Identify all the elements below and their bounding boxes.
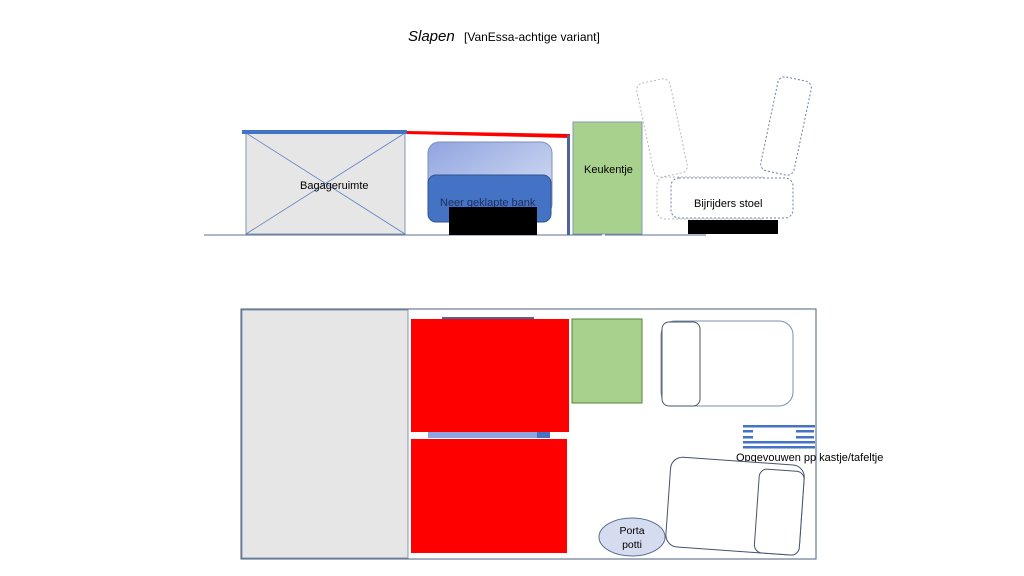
toilet-label-1: Porta [619, 525, 644, 537]
bed-gap-strip [428, 432, 538, 438]
bed-edge [442, 317, 534, 320]
luggage-area [241, 309, 409, 559]
support-pole [567, 135, 570, 235]
bed-board-blue [242, 130, 407, 134]
title-main: Slapen [408, 28, 455, 45]
bed-gap-strip-end [537, 432, 550, 438]
kitchen-top [571, 318, 643, 404]
top-view: Opgevouwen pp kastje/tafeltje Porta pott… [240, 308, 883, 560]
luggage-label: Bagageruimte [300, 180, 369, 192]
bed-board-red [407, 131, 570, 138]
porta-potti: Porta potti [598, 517, 666, 557]
folded-table [743, 425, 815, 449]
driver-seat-top [660, 320, 794, 407]
folded-bench: Neer geklapte bank [427, 141, 553, 235]
side-view: Bagageruimte Neer geklapte bank Keukentj… [204, 76, 812, 236]
passenger-seat-label: Bijrijders stoel [694, 198, 762, 210]
bed-section-lower [411, 439, 567, 553]
passenger-seat: Bijrijders stoel [636, 76, 812, 234]
luggage-compartment: Bagageruimte [245, 132, 406, 235]
passenger-seat-top [665, 456, 805, 556]
kitchen-side: Keukentje [572, 121, 643, 235]
bench-label: Neer geklapte bank [440, 197, 536, 209]
seat-base [688, 220, 778, 234]
title-sub: [VanEssa-achtige variant] [464, 30, 600, 44]
toilet-label-2: potti [622, 539, 642, 551]
kitchen-label: Keukentje [584, 164, 633, 176]
folded-table-label: Opgevouwen pp kastje/tafeltje [736, 452, 883, 464]
bed-section-upper [411, 319, 569, 432]
bench-base [449, 207, 537, 235]
